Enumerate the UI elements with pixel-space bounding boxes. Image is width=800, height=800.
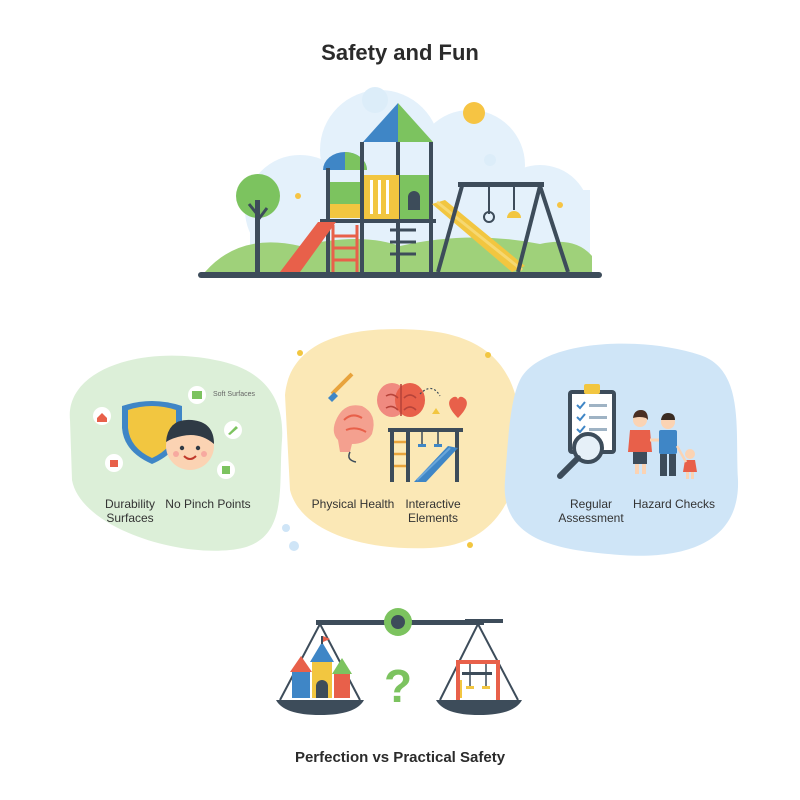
small-surface-icon	[188, 386, 206, 404]
durability-surfaces-label: Durability Surfaces	[104, 497, 155, 525]
small-blocks-icon	[217, 461, 235, 479]
svg-text:?: ?	[384, 660, 412, 712]
family-icon	[628, 410, 697, 479]
swing-frame-icon	[456, 660, 500, 700]
heart-icon	[449, 396, 467, 418]
right-blob	[504, 343, 739, 556]
swing-set	[436, 182, 570, 273]
sun-icon	[463, 102, 485, 124]
tree-icon	[236, 174, 280, 272]
interactive-elements-label: Interactive Elements	[405, 497, 461, 525]
no-pinch-points-label: No Pinch Points	[165, 497, 251, 511]
hazard-checks-label: Hazard Checks	[632, 497, 716, 511]
brain-icon	[377, 383, 425, 417]
play-structure	[320, 103, 436, 272]
paintbrush-icon	[328, 372, 354, 402]
physical-health-label: Physical Health	[311, 497, 395, 511]
ground-line	[198, 272, 602, 278]
regular-assessment-label: Regular Assessment	[558, 497, 624, 525]
castle-icon	[290, 636, 352, 698]
child-face-icon	[166, 419, 214, 470]
brain-head-icon	[333, 405, 374, 463]
red-slide	[280, 222, 336, 272]
magnifier-icon	[557, 432, 604, 479]
question-mark-icon: ?	[384, 660, 412, 712]
small-slide-icon	[224, 421, 242, 439]
footer-caption: Perfection vs Practical Safety	[294, 749, 506, 766]
small-house-icon	[93, 407, 111, 425]
small-toy-icon	[105, 454, 123, 472]
mini-playground-icon	[388, 428, 463, 482]
page-title: Safety and Fun	[321, 40, 479, 65]
soft-surfaces-tag: Soft Surfaces	[213, 391, 256, 398]
balance-scale	[276, 608, 522, 715]
